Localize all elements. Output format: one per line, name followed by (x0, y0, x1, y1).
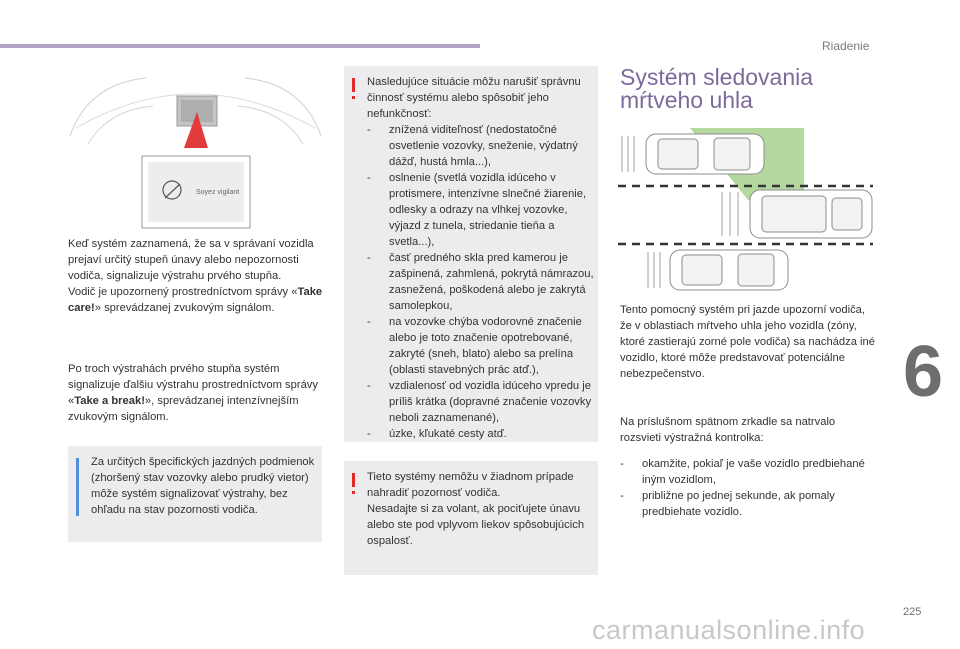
warning-intro: Nasledujúce situácie môžu narušiť správn… (367, 76, 581, 120)
dashboard-illustration: Soyez vigilant (69, 77, 322, 229)
warning-dot (352, 96, 355, 99)
take-care-paragraph: Vodič je upozornený prostredníctvom sprá… (68, 286, 323, 314)
own-van (749, 189, 873, 239)
warning-dot (352, 491, 355, 494)
warning-note-situations: Nasledujúce situácie môžu narušiť správn… (344, 66, 598, 442)
list-item: -vzdialenosť od vozidla idúceho vpredu j… (367, 380, 592, 424)
warning-bar (352, 473, 355, 487)
chapter-number: 6 (903, 332, 944, 412)
take-break-paragraph: Po troch výstrahách prvého stupňa systém… (68, 363, 318, 423)
car-top-left (645, 133, 765, 175)
system-description: Tento pomocný systém pri jazde upozorní … (620, 304, 875, 380)
left-text-1: Keď systém zaznamená, že sa v správaní v… (68, 236, 324, 316)
right-text-2: Na príslušnom spätnom zrkadle sa natrval… (620, 414, 878, 446)
warning-note-text: Tieto systémy nemôžu v žiadnom prípade n… (367, 471, 585, 547)
list-item: -oslnenie (svetlá vozidla idúceho v prot… (367, 172, 587, 248)
warning-list: -znížená viditeľnosť (nedostatočné osvet… (367, 122, 595, 442)
car-bottom (669, 249, 789, 291)
top-rule (0, 44, 480, 48)
section-label: Riadenie (822, 39, 870, 53)
list-item: -na vozovke chýba vodorovné značenie ale… (367, 316, 582, 376)
blind-spot-illustration (618, 128, 873, 291)
section-title: Systém sledovania mŕtveho uhla (620, 64, 814, 113)
right-text-1: Tento pomocný systém pri jazde upozorní … (620, 302, 878, 382)
watermark: carmanualsonline.info (592, 615, 866, 645)
display-message: Soyez vigilant (196, 189, 239, 196)
info-note: Za určitých špecifických jazdných podmie… (68, 446, 322, 542)
warning-note-text: Nasledujúce situácie môžu narušiť správn… (367, 74, 595, 442)
list-item: -úzke, kľukaté cesty atď. (367, 428, 507, 440)
info-note-bar (76, 458, 79, 516)
steering-hand-icon (162, 180, 182, 200)
list-item: -časť predného skla pred kamerou je zašp… (367, 252, 594, 312)
mirror-lamp-text: Na príslušnom spätnom zrkadle sa natrval… (620, 416, 836, 444)
list-item: -znížená viditeľnosť (nedostatočné osvet… (367, 124, 578, 168)
pointer-arrow (184, 112, 208, 148)
info-note-text: Za určitých špecifických jazdných podmie… (91, 456, 315, 516)
warning-bar (352, 78, 355, 92)
fatigue-paragraph: Keď systém zaznamená, že sa v správaní v… (68, 238, 314, 282)
left-text-2: Po troch výstrahách prvého stupňa systém… (68, 361, 324, 425)
right-list: -okamžite, pokiaľ je vaše vozidlo predbi… (620, 456, 878, 520)
warning-note-attention: Tieto systémy nemôžu v žiadnom prípade n… (344, 461, 598, 575)
list-item: -približne po jednej sekunde, ak pomaly … (620, 490, 835, 518)
list-item: -okamžite, pokiaľ je vaše vozidlo predbi… (620, 458, 865, 486)
page-number: 225 (903, 606, 922, 618)
